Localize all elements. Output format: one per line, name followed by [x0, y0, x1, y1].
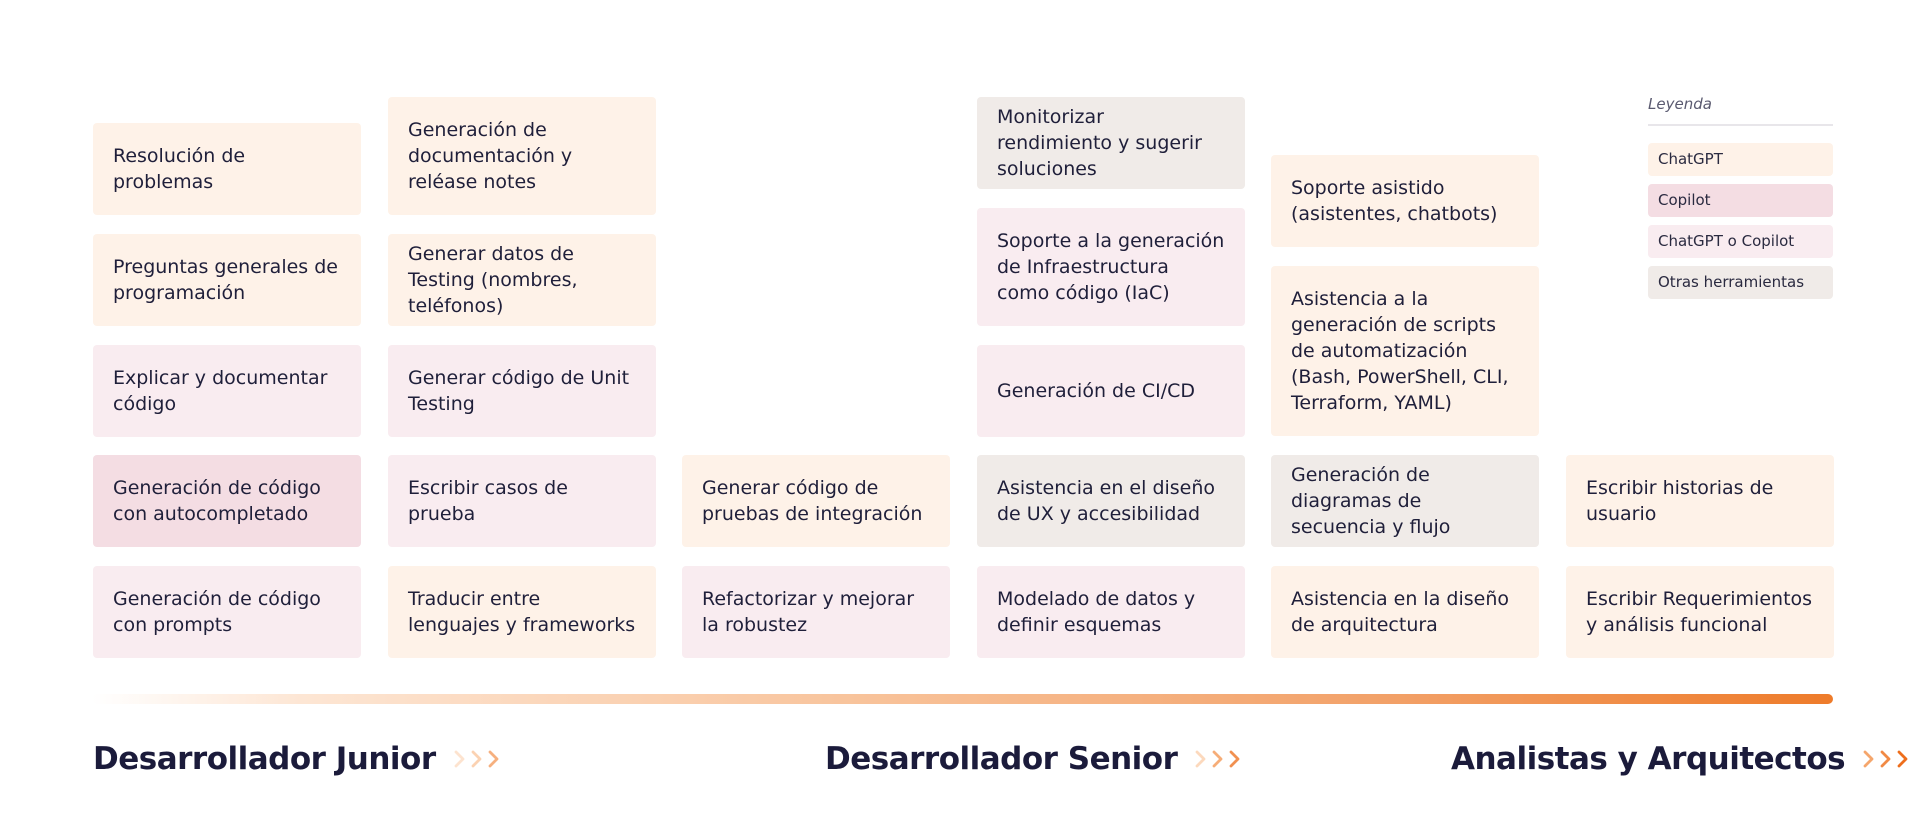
use-case-card: Generar código de pruebas de integración	[682, 455, 950, 547]
use-case-card: Escribir Requerimientos y análisis funci…	[1566, 566, 1834, 658]
use-case-label: Generar datos de Testing (nombres, teléf…	[408, 243, 578, 317]
chevrons-icon	[1193, 748, 1244, 770]
legend-item-copilot: Copilot	[1648, 184, 1833, 217]
use-case-label: Asistencia a la generación de scripts de…	[1291, 288, 1509, 414]
use-case-card: Modelado de datos y definir esquemas	[977, 566, 1245, 658]
use-case-label: Generar código de Unit Testing	[408, 367, 630, 415]
stage-senior: Desarrollador Senior	[825, 737, 1244, 781]
use-case-card: Asistencia a la generación de scripts de…	[1271, 266, 1539, 436]
use-case-card: Explicar y documentar código	[93, 345, 361, 437]
stage-label: Desarrollador Junior	[93, 741, 436, 777]
use-case-card: Escribir historias de usuario	[1566, 455, 1834, 547]
use-case-label: Monitorizar rendimiento y sugerir soluci…	[997, 106, 1202, 180]
use-case-card: Monitorizar rendimiento y sugerir soluci…	[977, 97, 1245, 189]
use-case-card: Generación de documentación y reléase no…	[388, 97, 656, 215]
progression-bar	[92, 694, 1833, 704]
use-case-card: Soporte asistido (asistentes, chatbots)	[1271, 155, 1539, 247]
legend-divider	[1648, 124, 1833, 126]
use-case-label: Soporte a la generación de Infraestructu…	[997, 230, 1225, 304]
use-case-label: Generación de CI/CD	[997, 380, 1195, 402]
stage-label: Desarrollador Senior	[825, 741, 1178, 777]
use-case-label: Generación de documentación y reléase no…	[408, 119, 573, 193]
use-case-card: Generar código de Unit Testing	[388, 345, 656, 437]
use-case-card: Generación de diagramas de secuencia y f…	[1271, 455, 1539, 547]
use-case-label: Traducir entre lenguajes y frameworks	[408, 588, 636, 636]
use-case-label: Escribir casos de prueba	[408, 477, 568, 525]
use-case-card: Asistencia en la diseño de arquitectura	[1271, 566, 1539, 658]
legend-item-chatgpt-or-copilot: ChatGPT o Copilot	[1648, 225, 1833, 258]
use-case-label: Generación de código con prompts	[113, 588, 321, 636]
use-case-label: Generación de código con autocompletado	[113, 477, 321, 525]
use-case-card: Generar datos de Testing (nombres, teléf…	[388, 234, 656, 326]
use-case-card: Traducir entre lenguajes y frameworks	[388, 566, 656, 658]
use-case-label: Generación de diagramas de secuencia y f…	[1291, 464, 1451, 538]
use-case-label: Preguntas generales de programación	[113, 256, 338, 304]
use-case-card: Refactorizar y mejorar la robustez	[682, 566, 950, 658]
legend-item-other-tools: Otras herramientas	[1648, 266, 1833, 299]
use-case-card: Asistencia en el diseño de UX y accesibi…	[977, 455, 1245, 547]
use-case-label: Explicar y documentar código	[113, 367, 328, 415]
use-case-label: Escribir historias de usuario	[1586, 477, 1774, 525]
chevrons-icon	[1861, 748, 1912, 770]
use-case-card: Generación de CI/CD	[977, 345, 1245, 437]
legend-title: Leyenda	[1648, 95, 1712, 113]
use-case-label: Asistencia en el diseño de UX y accesibi…	[997, 477, 1216, 525]
use-case-label: Resolución de problemas	[113, 145, 246, 193]
legend-item-chatgpt: ChatGPT	[1648, 143, 1833, 176]
use-case-card: Soporte a la generación de Infraestructu…	[977, 208, 1245, 326]
use-case-label: Soporte asistido (asistentes, chatbots)	[1291, 177, 1498, 225]
use-case-label: Modelado de datos y definir esquemas	[997, 588, 1196, 636]
stage-architects: Analistas y Arquitectos	[1451, 737, 1912, 781]
use-case-label: Asistencia en la diseño de arquitectura	[1291, 588, 1509, 636]
stage-label: Analistas y Arquitectos	[1451, 741, 1846, 777]
stage-junior: Desarrollador Junior	[93, 737, 503, 781]
use-case-card: Generación de código con prompts	[93, 566, 361, 658]
use-case-label: Generar código de pruebas de integración	[702, 477, 923, 525]
use-case-card: Resolución de problemas	[93, 123, 361, 215]
use-case-card: Preguntas generales de programación	[93, 234, 361, 326]
chevrons-icon	[452, 748, 503, 770]
use-case-card: Escribir casos de prueba	[388, 455, 656, 547]
use-case-label: Escribir Requerimientos y análisis funci…	[1586, 588, 1813, 636]
use-case-card: Generación de código con autocompletado	[93, 455, 361, 547]
use-case-label: Refactorizar y mejorar la robustez	[702, 588, 915, 636]
